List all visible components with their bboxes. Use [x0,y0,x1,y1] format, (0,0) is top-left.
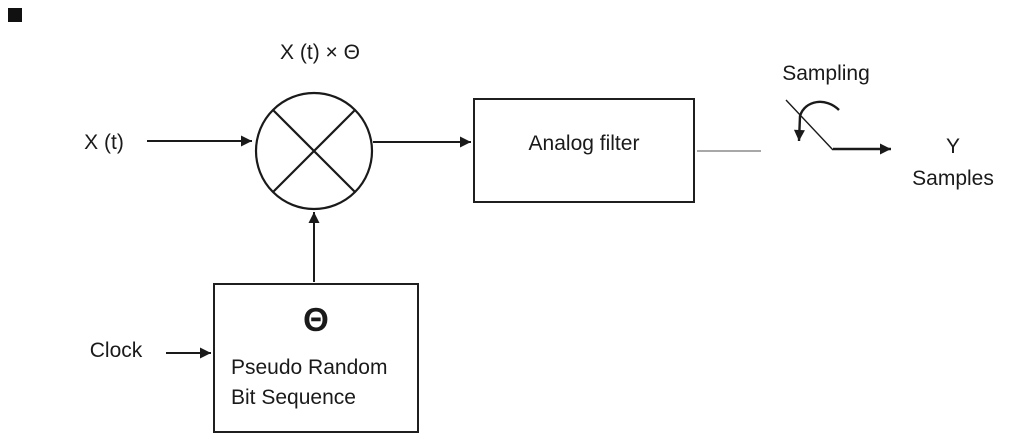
multiplier-cross-line-2 [272,109,356,193]
sampling-label: Sampling [782,62,870,85]
mixer-output-label: X (t) × Θ [280,41,360,64]
clock-label: Clock [89,339,143,362]
analog-filter-box: Analog filter [473,98,695,203]
sampling-switch-icon [785,99,891,155]
prbs-label-line2: Bit Sequence [231,386,356,409]
input-signal-label: X (t) [84,131,124,154]
output-label-line2: Samples [912,167,994,190]
output-label-line1: Y [945,135,960,158]
multiplier-icon [254,91,374,211]
prbs-box: Θ Pseudo Random Bit Sequence [213,283,419,433]
analog-filter-label: Analog filter [528,131,640,155]
switch-blade-line [785,99,834,151]
theta-symbol: Θ [303,301,329,338]
switch-motion-arrow [793,100,840,142]
corner-mark [8,8,22,22]
output-label: Y Samples [893,131,1013,195]
prbs-label-line1: Pseudo Random [231,356,388,379]
